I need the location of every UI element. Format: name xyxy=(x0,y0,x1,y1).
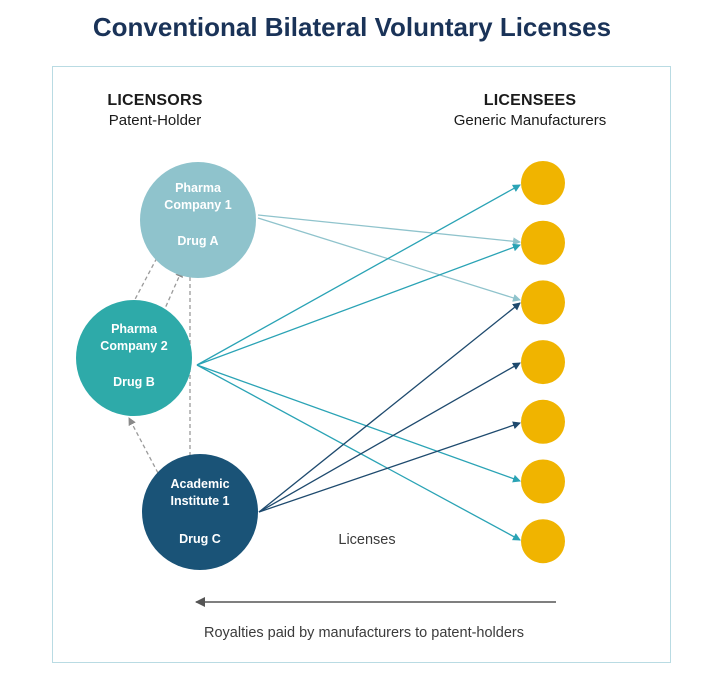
license-arrow-academic-to-licensee3 xyxy=(258,302,521,513)
node-academic-institute-1: Academic Institute 1 Drug C xyxy=(142,454,258,570)
licensee-node-4 xyxy=(521,340,565,385)
licensors-subheading: Patent-Holder xyxy=(108,112,202,129)
licenses-label: Licenses xyxy=(338,532,395,548)
node-academic1-line2: Institute 1 xyxy=(170,494,229,508)
licensee-node-5 xyxy=(521,399,565,444)
node-pharma2-line2: Company 2 xyxy=(100,339,167,353)
license-arrow-pharma2-to-licensee2 xyxy=(196,243,521,366)
node-pharma1-drug: Drug A xyxy=(177,234,218,248)
royalties-label: Royalties paid by manufacturers to paten… xyxy=(204,625,524,641)
node-academic1-drug: Drug C xyxy=(179,532,221,546)
license-arrow-academic-to-licensee5 xyxy=(258,421,521,513)
licensors-heading: LICENSORS xyxy=(107,92,203,109)
license-arrow-pharma2-to-licensee1 xyxy=(196,184,521,366)
licensee-node-3 xyxy=(521,280,565,325)
node-academic1-line1: Academic xyxy=(170,477,229,491)
page-title: Conventional Bilateral Voluntary License… xyxy=(92,12,612,42)
licensees-subheading: Generic Manufacturers xyxy=(453,112,607,129)
diagram-frame xyxy=(52,66,671,663)
licensee-node-6 xyxy=(521,459,565,504)
license-arrow-pharma1-to-licensee2 xyxy=(257,214,521,246)
licensors-header: LICENSORS Patent-Holder xyxy=(60,92,250,129)
license-arrow-pharma2-to-licensee7 xyxy=(196,364,521,541)
node-pharma-company-2: Pharma Company 2 Drug B xyxy=(76,300,192,416)
dashed-arrow-pharma2-to-pharma1-b xyxy=(162,269,183,314)
dashed-arrow-academic-to-pharma2 xyxy=(128,417,159,474)
licensee-column xyxy=(521,161,565,564)
licensee-node-1 xyxy=(521,161,565,205)
node-pharma1-line1: Pharma xyxy=(175,181,222,195)
license-arrow-pharma1-to-licensee3 xyxy=(257,217,521,302)
node-pharma1-line2: Company 1 xyxy=(164,198,231,212)
license-arrow-pharma2-to-licensee6 xyxy=(196,364,521,483)
license-arrow-academic-to-licensee4 xyxy=(258,362,521,513)
node-pharma-company-1: Pharma Company 1 Drug A xyxy=(140,162,256,278)
licensee-node-7 xyxy=(521,519,565,564)
licensees-header: LICENSEES Generic Manufacturers xyxy=(420,92,640,129)
licensee-node-2 xyxy=(521,220,565,265)
node-pharma2-line1: Pharma xyxy=(111,322,158,336)
node-pharma2-drug: Drug B xyxy=(113,375,155,389)
licensees-heading: LICENSEES xyxy=(483,92,577,109)
dashed-arrow-pharma2-to-pharma1-a xyxy=(131,251,161,306)
